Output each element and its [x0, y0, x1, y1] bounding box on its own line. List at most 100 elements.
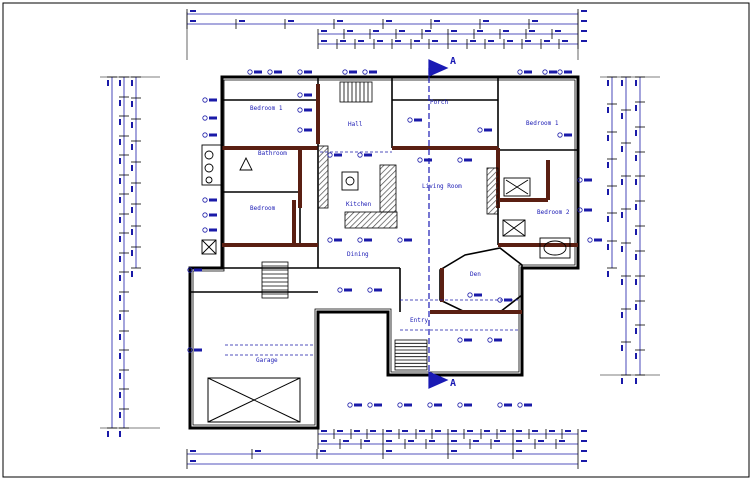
dimension-value-mark [131, 271, 133, 277]
fixtures [201, 144, 571, 259]
annotation-marker [327, 152, 333, 158]
dimension-value-mark [432, 40, 438, 42]
annotation-text-mark [209, 198, 217, 202]
dimension-value-mark [340, 40, 346, 42]
annotation-marker [517, 69, 523, 75]
dimension-value-mark [635, 304, 637, 310]
dimension-value-mark [119, 353, 121, 359]
dimension-value-mark [477, 30, 483, 32]
dimension-value-mark [532, 20, 538, 22]
dimension-value-mark [607, 162, 609, 168]
dimension-value-mark [321, 440, 327, 442]
dimension-value-mark [131, 122, 133, 128]
annotation-marker [497, 402, 503, 408]
dimension-value-mark [386, 430, 392, 432]
room-label: Den [470, 271, 481, 278]
room-label: Bedroom 1 [250, 105, 283, 112]
dimension-value-mark [451, 40, 457, 42]
dimension-value-mark [119, 217, 121, 223]
room-labels: Bedroom 1 Bedroom 1 Bathroom Bedroom Bed… [250, 99, 570, 364]
section-cut-line: A A [428, 56, 456, 389]
dimension-value-mark [119, 139, 121, 145]
dimension-value-mark [131, 80, 133, 86]
dimension-value-mark [451, 450, 457, 452]
annotation-marker [202, 132, 208, 138]
annotation-marker [457, 337, 463, 343]
annotation-marker [397, 402, 403, 408]
dimension-value-mark [621, 312, 623, 318]
annotation-marker [202, 97, 208, 103]
dimension-value-mark [559, 440, 565, 442]
annotation-marker [577, 207, 583, 213]
dimension-value-mark [562, 40, 568, 42]
annotation-text-mark [524, 403, 532, 407]
annotation-marker [327, 237, 333, 243]
annotation-marker [267, 69, 273, 75]
dimension-value-mark [131, 229, 133, 235]
dimension-value-mark [119, 431, 121, 437]
dimension-value-mark [358, 40, 364, 42]
annotation-marker [357, 152, 363, 158]
dimension-value-mark [635, 328, 637, 334]
dimension-value-mark [607, 271, 609, 277]
counters [317, 145, 499, 229]
dimension-value-mark [635, 254, 637, 260]
dimension-value-mark [635, 229, 637, 235]
dimension-value-mark [119, 119, 121, 125]
dimension-value-mark [538, 440, 544, 442]
dimension-value-mark [525, 40, 531, 42]
annotation-text-mark [334, 238, 342, 242]
dimension-value-mark [131, 250, 133, 256]
annotation-text-mark [524, 70, 532, 74]
dimension-value-mark [470, 40, 476, 42]
annotation-marker [577, 177, 583, 183]
dimension-value-mark [635, 105, 637, 111]
stair-run [394, 339, 428, 371]
annotation-text-mark [584, 208, 592, 212]
annotation-text-mark [304, 70, 312, 74]
dimension-value-mark [386, 450, 392, 452]
dimension-value-mark [581, 30, 587, 32]
dimension-value-mark [408, 440, 414, 442]
dimension-value-mark [451, 440, 457, 442]
annotation-text-mark [494, 338, 502, 342]
dimension-value-mark [635, 155, 637, 161]
dimension-value-mark [635, 378, 637, 384]
dimension-value-mark [119, 275, 121, 281]
annotation-text-mark [369, 70, 377, 74]
annotation-marker [457, 157, 463, 163]
dimension-value-mark [635, 179, 637, 185]
dimension-value-mark [607, 80, 609, 86]
annotation-text-mark [354, 403, 362, 407]
dimension-value-mark [581, 40, 587, 42]
dimension-value-mark [337, 20, 343, 22]
annotation-text-mark [194, 268, 202, 272]
annotation-text-mark [374, 403, 382, 407]
annotation-marker [517, 402, 523, 408]
dimension-value-mark [529, 30, 535, 32]
garage-door [207, 377, 301, 423]
annotation-text-mark [364, 153, 372, 157]
annotation-text-mark [594, 238, 602, 242]
room-label: Bathroom [258, 150, 287, 157]
annotation-marker [362, 69, 368, 75]
annotation-text-mark [209, 213, 217, 217]
dimension-value-mark [354, 430, 360, 432]
dimension-value-mark [414, 40, 420, 42]
dimension-value-mark [119, 392, 121, 398]
room-label: Dining [347, 251, 369, 258]
dimension-value-mark [190, 450, 196, 452]
dimension-value-mark [119, 334, 121, 340]
dimension-value-mark [119, 373, 121, 379]
dimension-value-mark [635, 353, 637, 359]
dimension-value-mark [377, 40, 383, 42]
dimension-value-mark [607, 135, 609, 141]
annotation-text-mark [209, 133, 217, 137]
annotation-marker [247, 69, 253, 75]
dimension-value-mark [503, 30, 509, 32]
annotation-marker [202, 115, 208, 121]
annotation-text-mark [464, 338, 472, 342]
dimension-value-mark [607, 244, 609, 250]
annotation-text-mark [344, 288, 352, 292]
dimension-value-mark [239, 20, 245, 22]
